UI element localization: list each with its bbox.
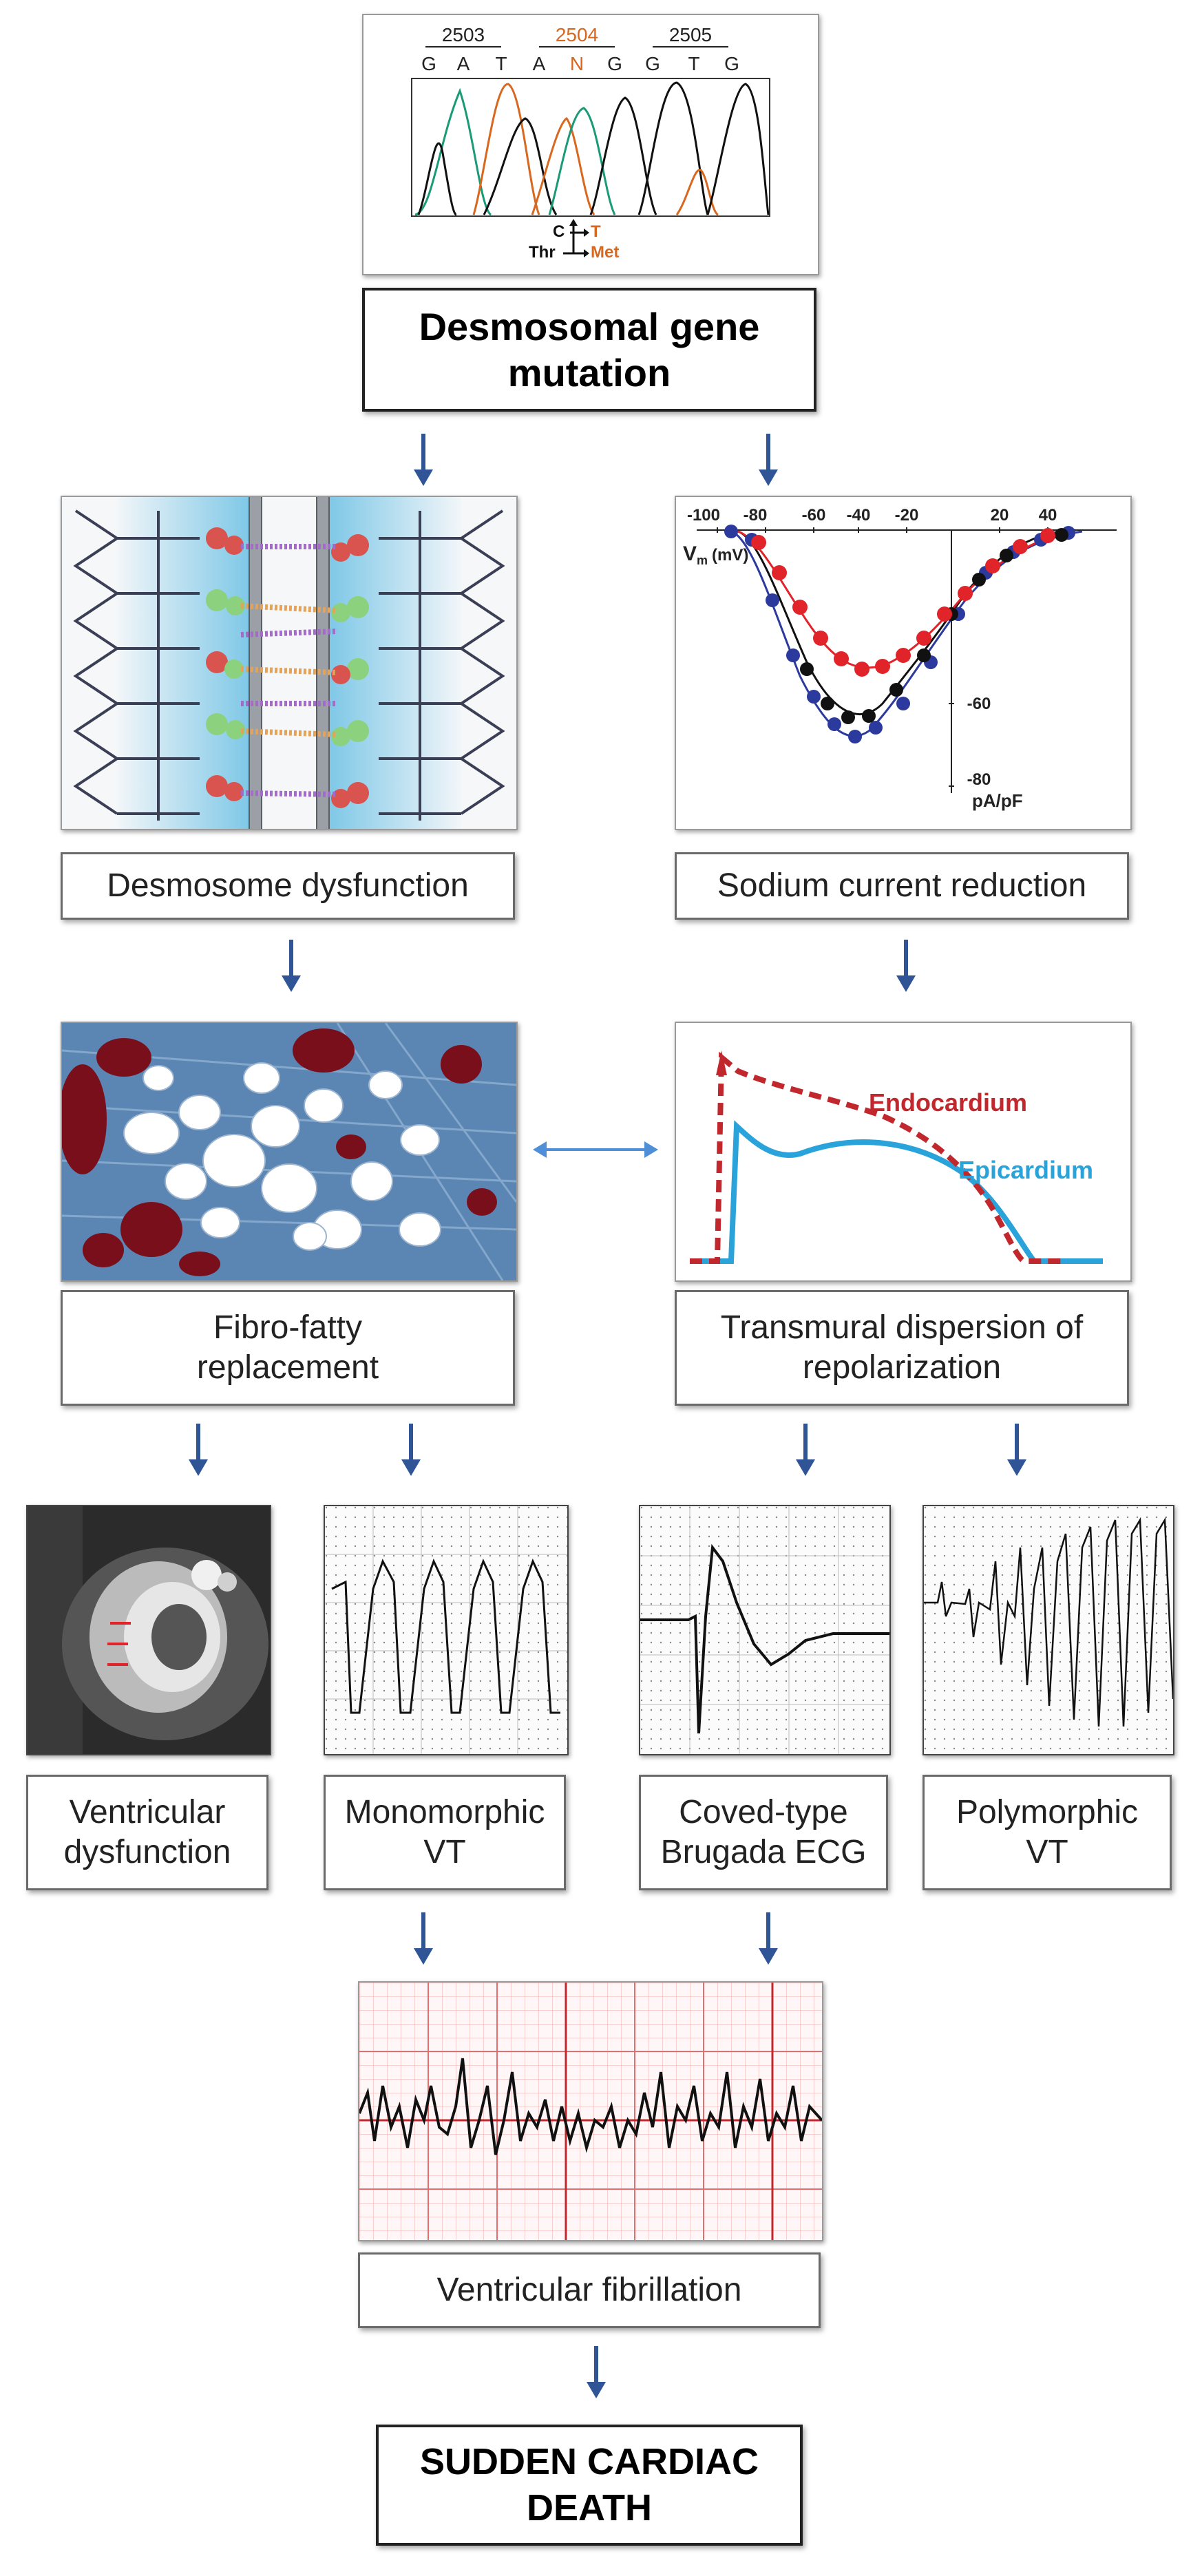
chromatogram-graphic: 2503 2504 2505 G A T A N G G T G	[363, 15, 818, 274]
box-sudden-cardiac-death: SUDDEN CARDIAC DEATH	[376, 2425, 803, 2546]
box-transmural-dispersion: Transmural dispersion of repolarization	[675, 1290, 1129, 1406]
base-9: G	[724, 53, 739, 74]
base-5: N	[570, 53, 584, 74]
epicardium-label: Epicardium	[958, 1156, 1093, 1184]
monomorphic-vt-ecg-graphic	[325, 1506, 567, 1754]
box-ventricular-fibrillation: Ventricular fibrillation	[358, 2252, 821, 2328]
monomorphic-vt-ecg-panel	[324, 1505, 569, 1755]
x-tick-20: 20	[991, 506, 1009, 525]
base-6: G	[607, 53, 622, 74]
base-3: T	[495, 53, 507, 74]
y-axis-unit: (mV)	[712, 546, 748, 564]
mutation-to-aa: Met	[591, 243, 619, 262]
y-unit-label: pA/pF	[972, 790, 1023, 811]
box-coved-brugada-ecg: Coved-type Brugada ECG	[639, 1775, 888, 1890]
desmosome-graphic	[62, 497, 516, 829]
base-2: A	[457, 53, 470, 74]
histology-panel	[61, 1022, 518, 1282]
y-tick-minus80: -80	[967, 770, 991, 789]
cardiac-mri-panel	[26, 1505, 271, 1755]
arrow-down-icon	[414, 434, 433, 486]
y-tick-minus60: -60	[967, 695, 991, 713]
chromatogram-panel: 2503 2504 2505 G A T A N G G T G	[362, 14, 819, 275]
base-1: G	[421, 53, 436, 74]
mutation-to-base: T	[591, 222, 601, 241]
arrow-down-icon	[189, 1424, 208, 1476]
polymorphic-vt-ecg-graphic	[924, 1506, 1173, 1754]
desmosome-panel	[61, 496, 518, 830]
box-desmosome-dysfunction: Desmosome dysfunction	[61, 852, 515, 920]
position-2503: 2503	[442, 24, 485, 45]
action-potential-graphic: Endocardium Epicardium	[676, 1023, 1130, 1280]
vf-ecg-panel	[358, 1981, 823, 2241]
endocardium-label: Endocardium	[869, 1088, 1027, 1117]
y-axis-label: V	[683, 542, 697, 565]
x-tick-minus20: -20	[895, 506, 919, 525]
double-arrow-icon	[533, 1141, 658, 1158]
arrow-down-icon	[414, 1912, 433, 1965]
position-2504: 2504	[556, 24, 598, 45]
x-tick-minus60: -60	[802, 506, 826, 525]
arrow-down-icon	[1007, 1424, 1026, 1476]
cardiac-mri-graphic	[28, 1506, 270, 1754]
box-desmosomal-gene-mutation: Desmosomal gene mutation	[362, 288, 816, 412]
position-2505: 2505	[669, 24, 712, 45]
x-tick-40: 40	[1039, 506, 1057, 525]
box-polymorphic-vt: Polymorphic VT	[922, 1775, 1172, 1890]
sodium-current-panel: -100 -80 -60 -40 -20 20 40 -60 -80 Vm (mV…	[675, 496, 1132, 830]
box-ventricular-dysfunction: Ventricular dysfunction	[26, 1775, 268, 1890]
box-monomorphic-vt: Monomorphic VT	[324, 1775, 566, 1890]
y-axis-subscript: m	[697, 553, 708, 567]
action-potential-panel: Endocardium Epicardium	[675, 1022, 1132, 1282]
mutation-from-base: C	[553, 222, 565, 241]
iv-curve-graphic: -100 -80 -60 -40 -20 20 40 -60 -80 Vm (mV…	[676, 497, 1130, 829]
x-tick-minus80: -80	[744, 506, 768, 525]
polymorphic-vt-ecg-panel	[922, 1505, 1174, 1755]
arrow-down-icon	[759, 434, 778, 486]
arrow-down-icon	[401, 1424, 421, 1476]
arrow-down-icon	[796, 1424, 815, 1476]
base-8: T	[688, 53, 699, 74]
x-tick-minus100: -100	[687, 506, 720, 525]
base-4: A	[533, 53, 546, 74]
brugada-ecg-panel	[639, 1505, 891, 1755]
arrow-down-icon	[759, 1912, 778, 1965]
box-fibro-fatty-replacement: Fibro-fatty replacement	[61, 1290, 515, 1406]
box-sodium-current-reduction: Sodium current reduction	[675, 852, 1129, 920]
svg-text:Vm(mV): Vm (mV)	[683, 542, 748, 567]
base-7: G	[645, 53, 660, 74]
brugada-ecg-graphic	[640, 1506, 889, 1754]
histology-graphic	[62, 1023, 516, 1280]
vf-ecg-graphic	[359, 1983, 822, 2240]
arrow-down-icon	[587, 2346, 606, 2398]
mutation-from-aa: Thr	[529, 243, 556, 262]
x-tick-minus40: -40	[847, 506, 871, 525]
arrow-down-icon	[282, 940, 301, 992]
arrow-down-icon	[896, 940, 916, 992]
